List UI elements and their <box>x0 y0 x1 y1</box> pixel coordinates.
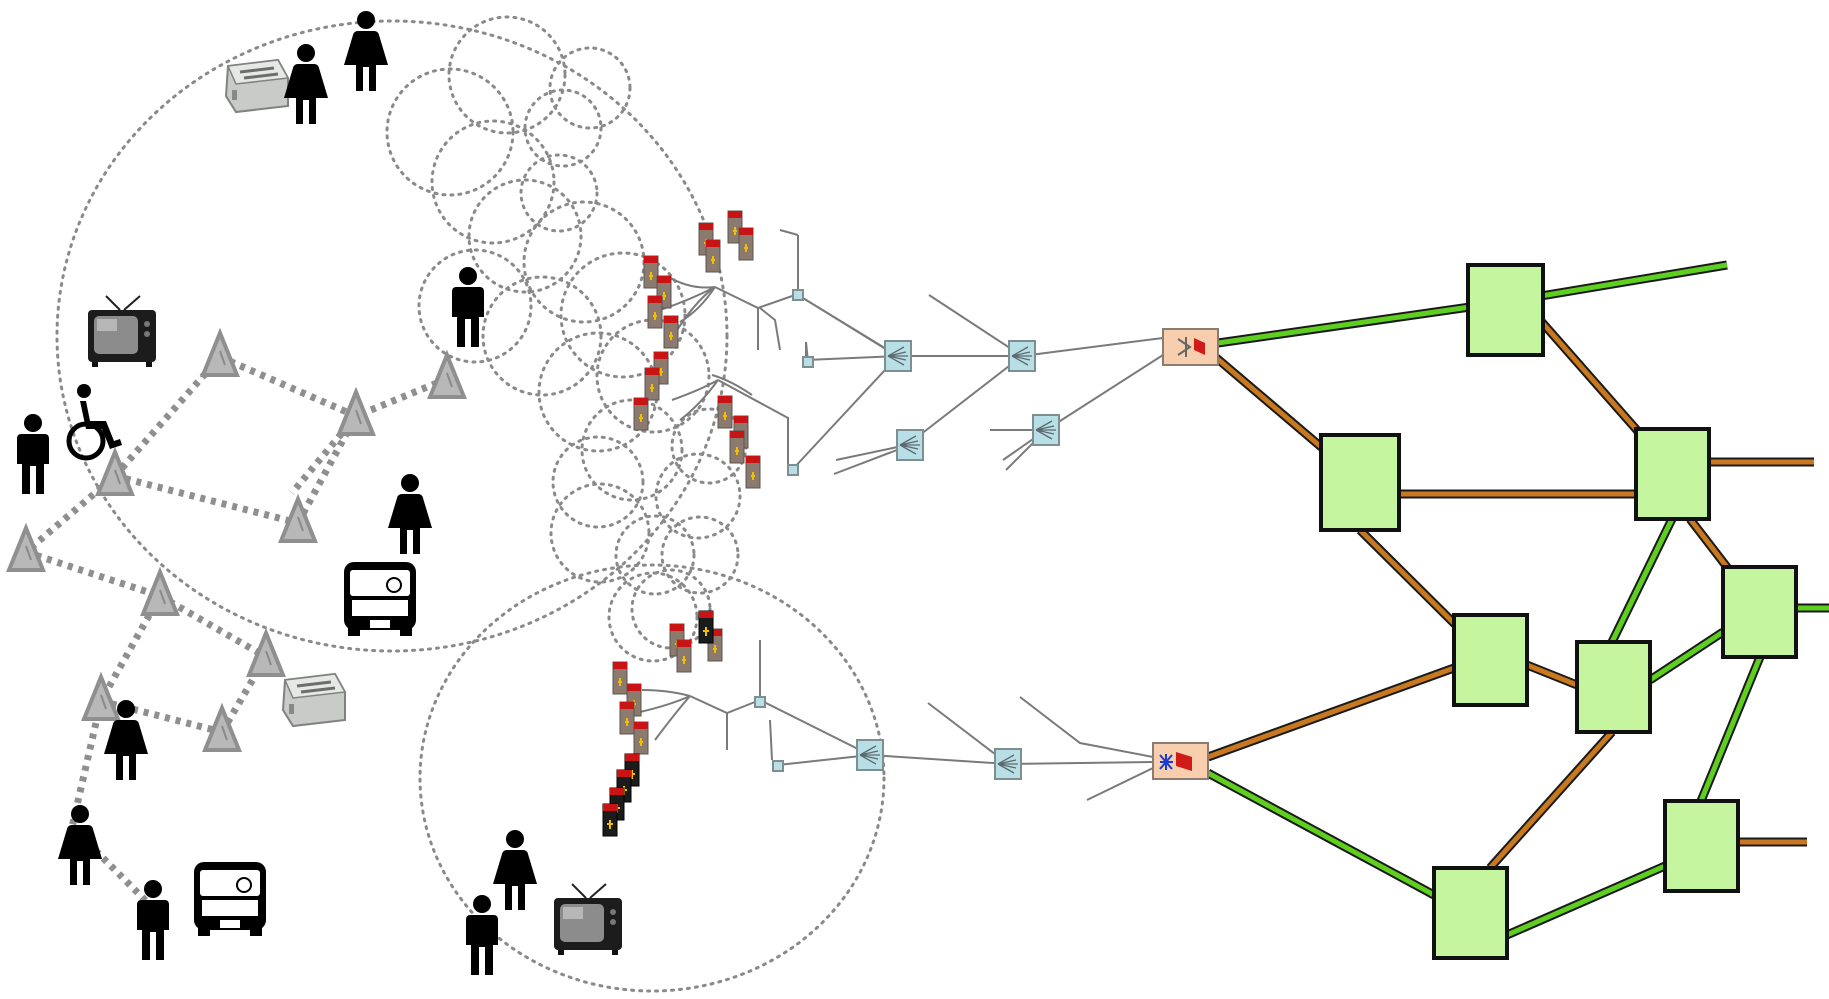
central-office-icon <box>1152 742 1209 780</box>
optical-splitter-icon <box>856 739 884 771</box>
mesh-router-icon <box>96 450 134 496</box>
tv-icon <box>87 295 157 368</box>
mesh-router-icon <box>7 526 45 572</box>
bus-icon <box>343 561 417 637</box>
toaster-icon <box>224 58 290 114</box>
core-link-fill <box>1488 730 1614 870</box>
person-female-icon <box>284 44 328 124</box>
mesh-router-icon <box>141 570 179 616</box>
coverage-areas <box>55 15 886 993</box>
core-router-icon <box>1452 613 1529 707</box>
core-link-fill <box>1206 770 1436 898</box>
mesh-routers <box>7 331 466 752</box>
optical-splitter-icon <box>896 429 924 461</box>
access-fiber <box>639 229 1164 801</box>
core-router-icon <box>1721 565 1798 659</box>
core-link-fill <box>1526 662 1578 688</box>
person-male-icon <box>452 267 484 347</box>
optical-splitter-icon <box>1032 414 1060 446</box>
core-link-fill <box>1217 299 1506 346</box>
person-female-icon <box>388 474 432 554</box>
core-router-icon <box>1319 433 1401 532</box>
person-male-icon <box>137 880 169 960</box>
core-router-icon <box>1634 427 1711 521</box>
mesh-router-icon <box>428 353 466 399</box>
person-male-icon <box>466 895 498 975</box>
core-link-fill <box>1609 517 1675 644</box>
wheelchair-icon <box>69 384 122 458</box>
core-nodes <box>1319 263 1798 960</box>
person-female-icon <box>58 805 102 885</box>
core-link-fill <box>1207 665 1455 760</box>
optical-splitter-icon <box>994 748 1022 780</box>
optical-splitters <box>754 289 1060 780</box>
core-link-fill <box>1648 629 1725 683</box>
bus-icon <box>193 861 267 937</box>
central-offices <box>1152 328 1219 780</box>
optical-splitter-icon <box>884 340 912 372</box>
central-office-icon <box>1162 328 1219 366</box>
core-router-icon <box>1575 640 1652 734</box>
mesh-router-icon <box>201 331 239 377</box>
tv-icon <box>553 883 623 956</box>
person-female-icon <box>493 830 537 910</box>
core-router-icon <box>1466 263 1545 357</box>
core-link-fill <box>1698 656 1763 802</box>
core-link-fill <box>1505 863 1667 938</box>
person-male-icon <box>17 414 49 494</box>
core-router-icon <box>1432 866 1509 960</box>
toaster-icon <box>281 672 347 728</box>
core-router-icon <box>1663 799 1740 893</box>
optical-splitter-icon <box>1008 340 1036 372</box>
